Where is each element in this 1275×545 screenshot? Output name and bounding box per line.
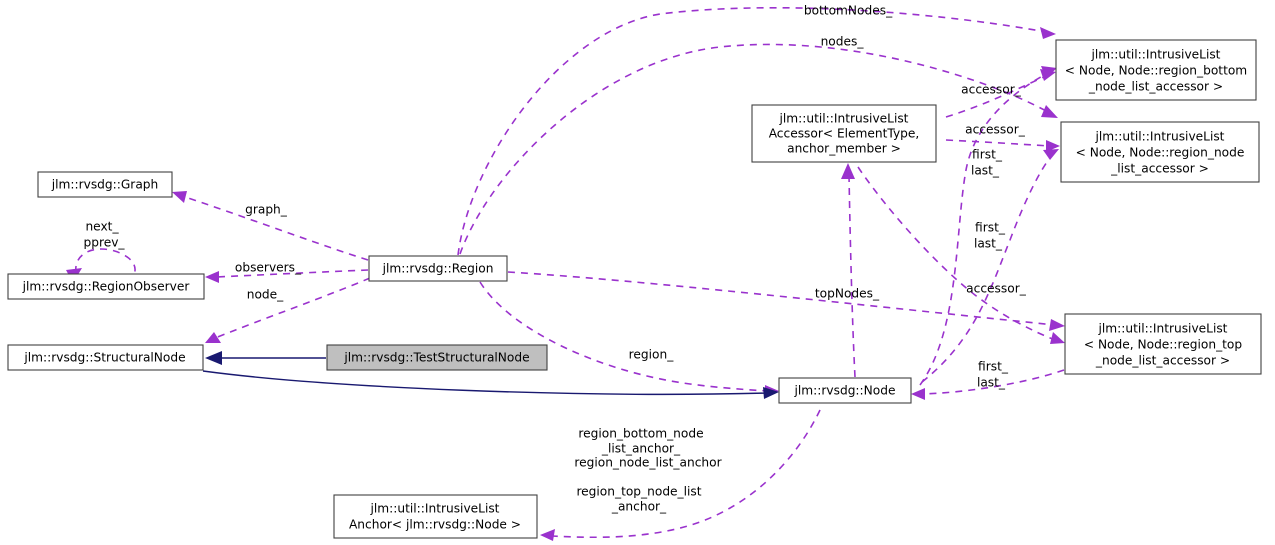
node-intrusive-list-region-bottom[interactable]: jlm::util::IntrusiveList < Node, Node::r… xyxy=(1055,39,1257,101)
node-label-line: jlm::rvsdg::StructuralNode xyxy=(23,351,185,365)
node-graph[interactable]: jlm::rvsdg::Graph xyxy=(37,171,173,198)
node-label-line: < Node, Node::region_node xyxy=(1076,146,1245,160)
edge-bottomNodes xyxy=(457,7,1047,256)
node-label-line: _list_accessor > xyxy=(1110,162,1209,176)
arrowhead-inherit-structuralnode xyxy=(205,351,222,365)
node-label-line: _node_list_accessor > xyxy=(1088,80,1223,94)
node-label-line: jlm::rvsdg::RegionObserver xyxy=(22,280,191,294)
edge-top-first-last xyxy=(921,369,1065,395)
edge-label-first-1: first_ xyxy=(972,148,1003,162)
edge-regionobserver-selfloop xyxy=(75,248,136,275)
node-intrusive-list-anchor[interactable]: jlm::util::IntrusiveList Anchor< jlm::rv… xyxy=(333,494,538,539)
arrowhead-nodes xyxy=(1041,105,1058,118)
node-label-line: < Node, Node::region_bottom xyxy=(1065,64,1247,78)
arrowhead-accessor-node xyxy=(1046,140,1060,152)
arrowhead-accessor-top-list xyxy=(1050,332,1065,344)
node-test-structural-node[interactable]: jlm::rvsdg::TestStructuralNode xyxy=(326,344,548,371)
edge-accessor-top-list xyxy=(857,166,1056,341)
node-region[interactable]: jlm::rvsdg::Region xyxy=(368,255,508,282)
node-label-line: jlm::rvsdg::Graph xyxy=(51,178,159,192)
edge-label-accessor-bottom: accessor_ xyxy=(966,282,1027,296)
node-region-observer[interactable]: jlm::rvsdg::RegionObserver xyxy=(7,273,205,300)
node-label-line: jlm::util::IntrusiveList xyxy=(1091,48,1221,62)
edge-label-node: node_ xyxy=(247,288,284,302)
arrowhead-observers xyxy=(205,271,219,283)
edge-label-last-3: last_ xyxy=(977,376,1006,390)
edge-topNodes xyxy=(507,271,1056,326)
node-label-line: _node_list_accessor > xyxy=(1095,354,1230,368)
node-label-line: jlm::util::IntrusiveList xyxy=(779,112,909,126)
arrowhead-topNodes xyxy=(1049,319,1065,331)
edge-label-observers: observers_ xyxy=(235,261,302,275)
edge-label-pprev: pprev_ xyxy=(83,236,125,250)
node-label-line: jlm::util::IntrusiveList xyxy=(1095,130,1225,144)
edge-node-accessor xyxy=(848,174,856,378)
edge-nodes xyxy=(459,43,1049,255)
node-node[interactable]: jlm::rvsdg::Node xyxy=(778,377,912,404)
edge-label-region-top-anchor-2: _anchor_ xyxy=(611,500,667,514)
edge-label-region-bottom-anchor-1: region_bottom_node xyxy=(578,427,703,441)
edge-inherit-node xyxy=(202,370,769,395)
node-intrusive-list-region-node[interactable]: jlm::util::IntrusiveList < Node, Node::r… xyxy=(1060,121,1260,183)
node-label-line: Anchor< jlm::rvsdg::Node > xyxy=(349,518,521,532)
arrowhead-node-first-last-node xyxy=(1043,149,1059,160)
arrowhead-node-accessor xyxy=(841,163,855,179)
arrowhead-node-first-last-bottom xyxy=(1041,66,1057,78)
arrowhead-graph xyxy=(172,191,187,203)
edge-graph xyxy=(181,195,369,261)
edge-label-next: next_ xyxy=(85,220,119,234)
node-intrusive-list-region-top[interactable]: jlm::util::IntrusiveList < Node, Node::r… xyxy=(1064,313,1262,375)
edge-label-last-1: last_ xyxy=(971,164,1000,178)
node-label-line: jlm::rvsdg::Node xyxy=(794,384,896,398)
edge-label-first-2: first_ xyxy=(975,221,1006,235)
edge-label-topNodes: topNodes_ xyxy=(815,287,880,301)
node-label-line: Accessor< ElementType, xyxy=(769,127,920,141)
edge-label-region-node-anchor: region_node_list_anchor xyxy=(574,456,722,470)
node-label-line: anchor_member > xyxy=(787,142,901,156)
node-label-line: jlm::rvsdg::TestStructuralNode xyxy=(343,351,529,365)
node-structural-node[interactable]: jlm::rvsdg::StructuralNode xyxy=(7,344,204,371)
edge-label-region: region_ xyxy=(629,348,675,362)
edge-observers xyxy=(215,269,369,278)
edge-label-last-2: last_ xyxy=(974,237,1003,251)
edge-region-ref xyxy=(479,281,770,392)
node-label-line: jlm::util::IntrusiveList xyxy=(370,502,500,516)
node-intrusive-list-accessor[interactable]: jlm::util::IntrusiveList Accessor< Eleme… xyxy=(751,104,937,163)
arrowhead-node-ref xyxy=(205,332,221,343)
edge-label-graph: graph_ xyxy=(245,203,288,217)
arrowhead-inherit-node xyxy=(763,387,779,399)
arrowhead-anchors xyxy=(540,529,555,541)
node-label-line: < Node, Node::region_top xyxy=(1084,338,1243,352)
edge-label-region-top-anchor-1: region_top_node_list xyxy=(576,485,701,499)
edge-label-bottomNodes: bottomNodes_ xyxy=(804,4,893,18)
arrowhead-top-first-last xyxy=(911,388,925,400)
edge-accessor-node xyxy=(945,139,1051,147)
edge-anchors xyxy=(551,409,821,539)
edge-label-first-3: first_ xyxy=(978,360,1009,374)
edge-label-nodes: nodes_ xyxy=(821,35,865,49)
edge-label-region-bottom-anchor-2: _list_anchor_ xyxy=(601,442,681,456)
edge-label-accessor-mid: accessor_ xyxy=(965,123,1026,137)
node-label-line: jlm::util::IntrusiveList xyxy=(1098,322,1228,336)
node-label-line: jlm::rvsdg::Region xyxy=(382,262,494,276)
edge-label-accessor-top: accessor_ xyxy=(961,83,1022,97)
arrowhead-bottomNodes xyxy=(1040,27,1056,39)
edge-node-first-last-bottom xyxy=(919,71,1051,386)
edge-node-ref xyxy=(214,277,371,339)
edge-node-first-last-node xyxy=(921,154,1053,383)
